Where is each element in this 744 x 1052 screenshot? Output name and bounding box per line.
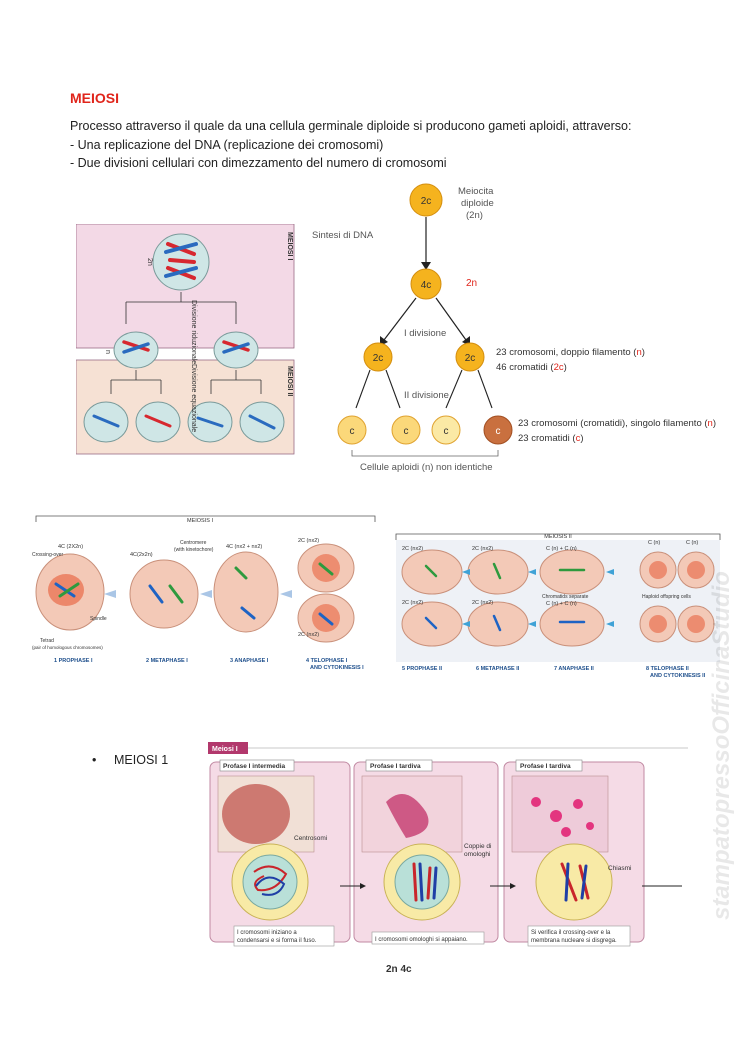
svg-text:2 METAPHASE I: 2 METAPHASE I [146,658,188,664]
svg-text:I cromosomi iniziano a: I cromosomi iniziano a [237,930,297,936]
metaphase-i-cell [129,559,199,629]
svg-text:4C (2X2n): 4C (2X2n) [58,544,83,550]
svg-text:c: c [444,426,449,437]
svg-text:2C (nx2): 2C (nx2) [402,546,423,552]
svg-text:(2n): (2n) [466,210,483,221]
svg-text:MEIOSIS II: MEIOSIS II [544,534,572,540]
lineage-tree-figure: 2c Meiocita diploide (2n) Sintesi di DNA… [312,183,513,473]
svg-text:2C (nx2): 2C (nx2) [298,632,319,638]
note-line-3: 23 cromosomi (cromatidi), singolo filame… [518,418,717,429]
intro-item-1: - Una replicazione del DNA (replicazione… [70,138,384,152]
svg-text:2C (nx2): 2C (nx2) [402,600,423,606]
label-2n: 2n [466,278,478,289]
svg-text:Haploid offspring cells: Haploid offspring cells [642,594,691,600]
figure-caption-2n-4c: 2n 4c [386,964,412,975]
svg-text:2c: 2c [373,353,384,364]
svg-text:Si verifica il crossing-over e: Si verifica il crossing-over e la [531,930,611,936]
cellule-aploidi-label: Cellule aploidi (n) non identiche [360,462,493,473]
svg-text:4 TELOPHASE I: 4 TELOPHASE I [306,658,348,664]
svg-text:Crossing-over: Crossing-over [32,552,63,558]
svg-text:Chiasmi: Chiasmi [608,865,631,872]
svg-text:2c: 2c [465,353,476,364]
svg-text:Spindle: Spindle [90,616,107,622]
svg-text:Centromere: Centromere [180,540,207,546]
division1-label: Divisione riduzionale [190,300,197,364]
svg-text:AND CYTOKINESIS II: AND CYTOKINESIS II [650,673,706,679]
cell-c-3 [431,415,461,445]
cell-2c-left [363,342,393,372]
bullet-meiosi-1: •MEIOSI 1 [92,753,169,767]
svg-text:Meiocita: Meiocita [458,186,494,197]
page-title: MEIOSI [70,90,120,106]
svg-text:membrana nucleare si disgrega.: membrana nucleare si disgrega. [531,938,617,944]
svg-text:Tetrad: Tetrad [40,638,54,644]
svg-text:5 PROPHASE II: 5 PROPHASE II [402,666,443,672]
svg-text:3 ANAPHASE I: 3 ANAPHASE I [230,658,269,664]
svg-text:7 ANAPHASE II: 7 ANAPHASE II [554,666,594,672]
svg-text:1 PROPHASE I: 1 PROPHASE I [54,658,93,664]
svg-text:2C (nx2): 2C (nx2) [472,600,493,606]
note-line-2: 46 cromatidi (2c) [496,362,567,373]
meiosis-panels-figure: MEIOSI I MEIOSI II 2n n Divisione riduzi… [76,224,295,455]
cell-4c [410,268,442,300]
svg-text:c: c [350,426,355,437]
note-line-1: 23 cromosomi, doppio filamento (n) [496,347,645,358]
svg-text:Profase I tardiva: Profase I tardiva [520,763,571,770]
meiosis-stages-figure: MEIOSIS I MEIOSIS II 4C (2X2n) Crossing-… [32,515,721,679]
i-divisione-label: I divisione [404,328,446,339]
svg-text:diploide: diploide [461,198,494,209]
svg-text:(with kinetochore): (with kinetochore) [174,547,214,553]
cell-2c-top [409,183,443,217]
svg-text:condensarsi e si forma il fuso: condensarsi e si forma il fuso. [237,938,317,944]
meiosi-i-photos-figure: Meiosi I Profase I intermedia Profase I … [208,742,688,947]
ploidy-n-label: n [104,350,111,354]
svg-text:2C (nx2): 2C (nx2) [472,546,493,552]
svg-text:C (n) + C (n): C (n) + C (n) [546,546,577,552]
sintesi-label: Sintesi di DNA [312,230,374,241]
svg-text:Centrosomi: Centrosomi [294,835,327,842]
svg-text:Profase I intermedia: Profase I intermedia [223,763,286,770]
cell-2c-right [455,342,485,372]
meiosi-ii-label: MEIOSI II [286,366,293,396]
svg-text:Profase I tardiva: Profase I tardiva [370,763,421,770]
svg-text:omologhi: omologhi [464,851,490,858]
svg-text:Meiosi I: Meiosi I [212,746,238,753]
watermark-text: stampatopressoOfficinaStudio [708,571,735,920]
meiosi-i-label: MEIOSI I [286,232,293,260]
svg-text:2c: 2c [421,196,432,207]
ploidy-2n-label: 2n [146,258,153,266]
cell-c-1 [337,415,367,445]
ii-divisione-label: II divisione [404,390,449,401]
svg-text:6 METAPHASE II: 6 METAPHASE II [476,666,520,672]
anaphase-i-cell [213,551,279,633]
note-line-4: 23 cromatidi (c) [518,433,584,444]
intro-item-2: - Due divisioni cellulari con dimezzamen… [70,156,447,170]
intro-text: Processo attraverso il quale da una cell… [70,119,632,133]
svg-text:c: c [496,426,501,437]
svg-text:4C (nx2 + nx2): 4C (nx2 + nx2) [226,544,262,550]
svg-text:8 TELOPHASE II: 8 TELOPHASE II [646,666,689,672]
svg-text:C (n): C (n) [648,540,660,546]
svg-text:4c: 4c [421,280,432,291]
svg-text:Chromatids separate: Chromatids separate [542,594,589,600]
svg-text:4C(2x2n): 4C(2x2n) [130,552,153,558]
cell-c-2 [391,415,421,445]
division2-label: Divisione equazionale [190,364,197,432]
svg-text:C (n) + C (n): C (n) + C (n) [546,601,577,607]
cell-c-4 [483,415,513,445]
svg-text:MEIOSIS I: MEIOSIS I [187,518,213,524]
svg-text:AND CYTOKINESIS I: AND CYTOKINESIS I [310,665,364,671]
svg-text:C (n): C (n) [686,540,698,546]
svg-text:Coppie di: Coppie di [464,843,491,850]
svg-text:2C (nx2): 2C (nx2) [298,538,319,544]
svg-text:(pair of homologous chromosome: (pair of homologous chromosomes) [32,645,103,650]
svg-text:c: c [404,426,409,437]
svg-text:I cromosomi omologhi si appaia: I cromosomi omologhi si appaiano. [375,937,468,943]
